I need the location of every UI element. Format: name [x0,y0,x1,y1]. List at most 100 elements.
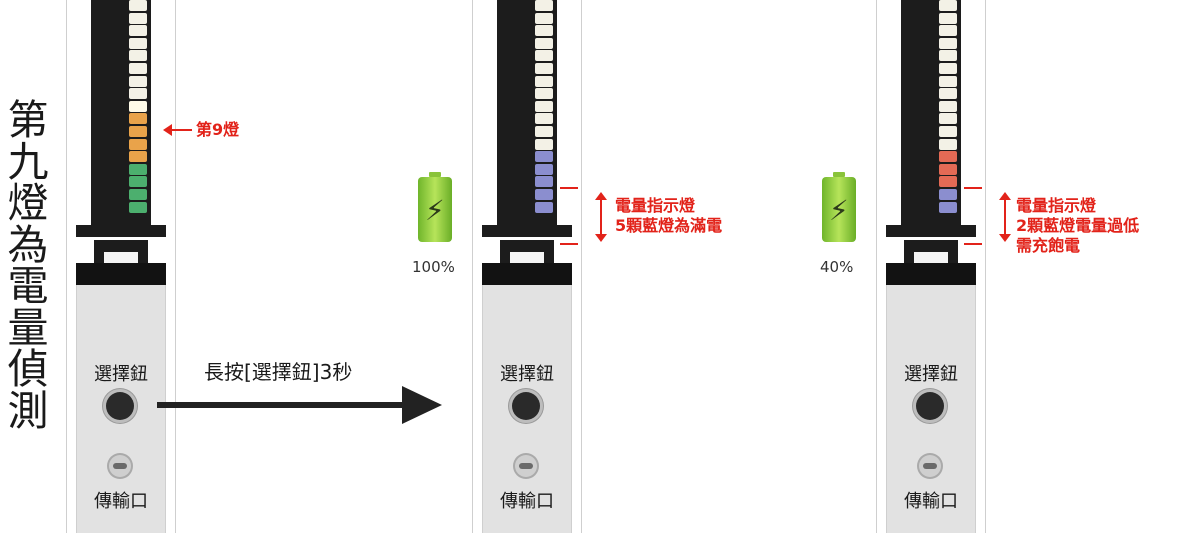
port-label: 傳輸口 [94,491,148,512]
bracket-top-line [560,187,578,189]
port-label: 傳輸口 [904,491,958,512]
lamp-blue [535,163,553,175]
lamp-shaft [91,0,151,230]
lamp [939,125,957,137]
title-char: 電 [7,262,49,310]
display-window [914,252,948,264]
lamp-blue [535,201,553,213]
select-button-label: 選擇鈕 [94,364,148,385]
instruction-text: 長按[選擇鈕]3秒 [204,360,353,384]
bracket-arrow-up [999,192,1011,200]
usb-port-icon [109,455,131,477]
select-button[interactable] [512,392,540,420]
lamp-orange [129,125,147,137]
lamp [129,37,147,49]
lamp [129,50,147,62]
lamp [939,100,957,112]
rail [472,0,473,533]
lamp [535,100,553,112]
lamp-red [939,176,957,188]
lamp [939,75,957,87]
display-window [104,252,138,264]
rail [66,0,67,533]
lamp [129,100,147,112]
ninth-lamp-arrowhead [163,124,172,136]
cap [482,263,572,285]
rail [985,0,986,533]
lamp [535,75,553,87]
lamp-blue [535,151,553,163]
lamp [535,37,553,49]
lamp [535,125,553,137]
lamp [939,113,957,125]
select-button[interactable] [106,392,134,420]
rail [876,0,877,533]
cap [76,263,166,285]
lamp-shaft [497,0,557,230]
select-button-label: 選擇鈕 [500,364,554,385]
lamp [129,12,147,24]
bracket-bottom-line [964,243,982,245]
lamp-column [939,0,959,214]
lamp-blue [535,188,553,200]
low-note-line3: 需充飽電 [1016,236,1081,255]
lamp-column [129,0,149,214]
title-char: 測 [7,386,49,435]
lamp-green [129,176,147,188]
usb-port-icon [515,455,537,477]
battery-full-icon: ⚡ [418,172,452,242]
lamp-blue [939,188,957,200]
ninth-lamp-label: 第9燈 [196,120,240,139]
low-note-line2: 2顆藍燈電量過低 [1016,216,1140,235]
select-button[interactable] [916,392,944,420]
crossbar [886,225,976,237]
lamp [535,12,553,24]
battery-full-percent: 100% [412,258,455,276]
lamp-green [129,201,147,213]
lamp [535,0,553,11]
lamp-blue [535,176,553,188]
lamp [939,12,957,24]
full-note-line1: 電量指示燈 [615,196,696,215]
cap [886,263,976,285]
vertical-title: 第 九 燈 為 電 量 偵 測 [4,96,52,435]
title-char: 為 [7,220,49,269]
lamp [939,138,957,150]
instruction-arrow-shaft [157,402,405,408]
lamp [129,88,147,100]
title-char: 量 [7,303,49,352]
lamp [535,62,553,74]
lamp-green [129,163,147,175]
crossbar [76,225,166,237]
bracket-arrow-up [595,192,607,200]
lamp [939,50,957,62]
lamp [129,25,147,37]
lamp [939,0,957,11]
ninth-lamp-arrow-line [168,129,192,131]
lamp [939,25,957,37]
lamp [939,88,957,100]
lamp [129,0,147,11]
bracket-bottom-line [560,243,578,245]
lamp-column [535,0,555,214]
battery-low-icon: ⚡ [822,172,856,242]
lamp [535,25,553,37]
select-button-label: 選擇鈕 [904,364,958,385]
display-window [510,252,544,264]
low-note-line1: 電量指示燈 [1016,196,1097,215]
lamp [535,113,553,125]
instruction-arrowhead [402,386,442,424]
lamp [535,50,553,62]
title-char: 第 [7,96,49,144]
bracket-arrow-down [595,234,607,242]
full-note-line2: 5顆藍燈為滿電 [615,216,723,235]
bracket-vertical [600,198,602,234]
bracket-arrow-down [999,234,1011,242]
lamp-orange [129,151,147,163]
lamp [939,37,957,49]
lamp [535,88,553,100]
port-label: 傳輸口 [500,491,554,512]
rail [581,0,582,533]
device-right: 選擇鈕 傳輸口 [876,0,986,533]
lamp-orange [129,138,147,150]
